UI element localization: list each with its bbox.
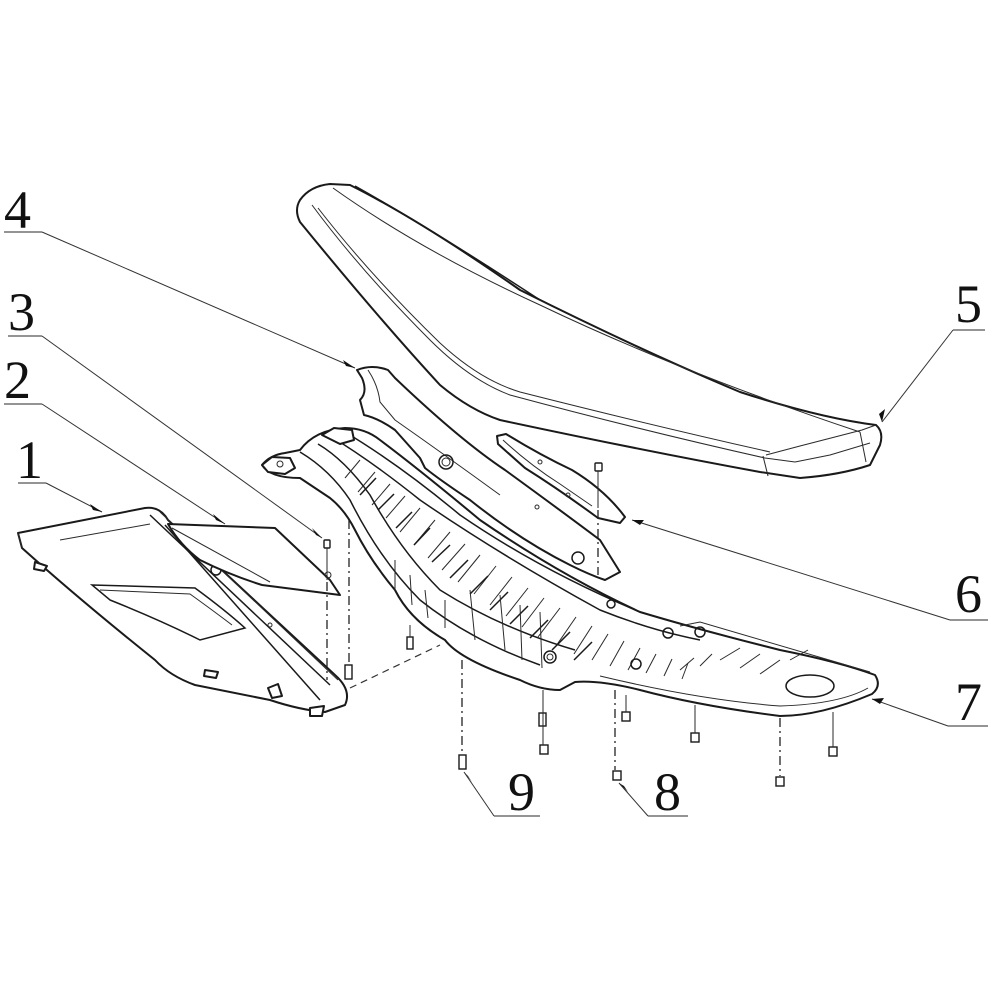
- callout-3: 3: [8, 282, 35, 342]
- part-6-latch-plate: [496, 433, 626, 524]
- leader-lines: [4, 231, 988, 817]
- callout-4: 4: [4, 180, 31, 240]
- part-1-side-cover: [17, 506, 348, 717]
- callout-2: 2: [4, 350, 31, 410]
- part-2-cover-plate: [167, 523, 341, 596]
- leader-arrowheads: [90, 360, 885, 792]
- callout-9: 9: [508, 762, 535, 822]
- fasteners: [323, 462, 838, 787]
- part-7-seat-base-frame: [261, 427, 879, 717]
- callout-5: 5: [955, 274, 982, 334]
- callout-8: 8: [654, 762, 681, 822]
- part-5-seat: [296, 183, 883, 479]
- part-3-screw: [323, 539, 331, 580]
- callout-labels: 4 3 2 1 5 6 7 8 9: [4, 180, 982, 822]
- callout-6: 6: [955, 564, 982, 624]
- part-4-bracket-strip: [356, 366, 621, 581]
- callout-1: 1: [16, 430, 43, 490]
- assembly-lines: [326, 510, 781, 776]
- callout-7: 7: [955, 672, 982, 732]
